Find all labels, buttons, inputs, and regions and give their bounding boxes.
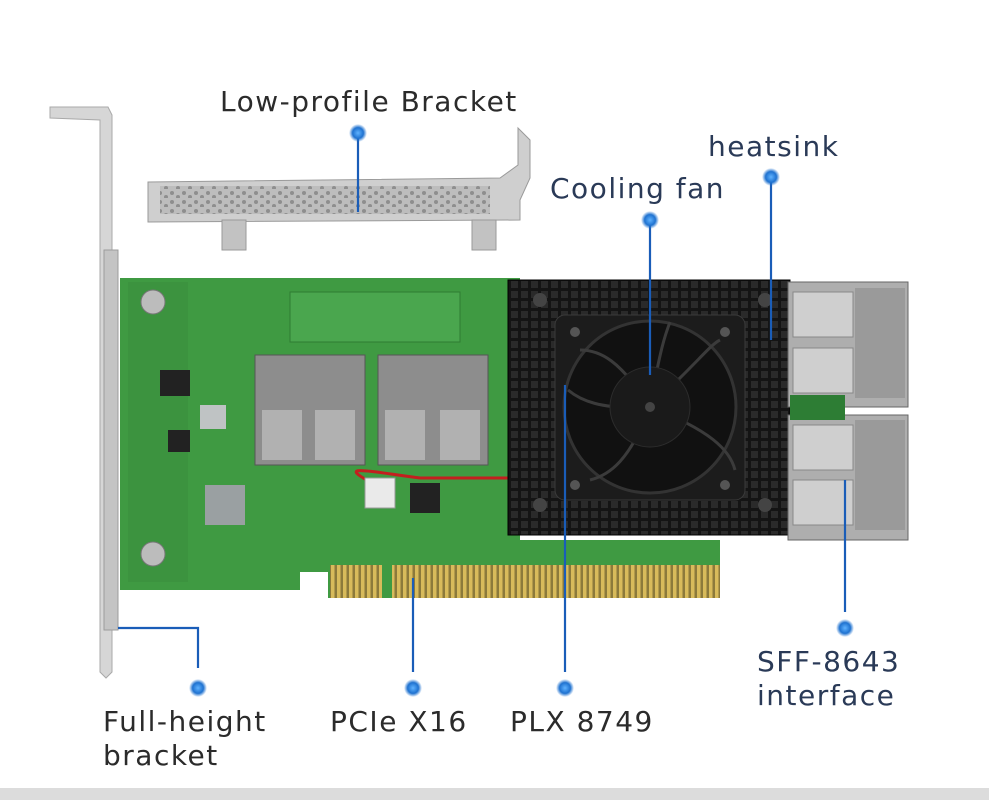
callout-dot	[189, 679, 207, 697]
callout-dot	[349, 124, 367, 142]
pcb-board	[120, 278, 720, 598]
callout-lines	[118, 133, 847, 672]
callout-dot	[556, 679, 574, 697]
bottom-bar	[0, 788, 989, 800]
sff-line1: SFF-8643	[757, 645, 901, 678]
low-profile-bracket	[147, 126, 531, 251]
full-height-bracket-line2: bracket	[103, 739, 219, 772]
sff-line2: interface	[757, 679, 896, 712]
sff-interface-label: SFF-8643 interface	[757, 645, 900, 713]
low-profile-bracket-label: Low-profile Bracket	[220, 85, 518, 118]
callout-dot	[762, 168, 780, 186]
callout-dot	[404, 679, 422, 697]
full-height-bracket-label: Full-height bracket	[103, 705, 267, 773]
callout-dot	[836, 619, 854, 637]
full-height-bracket	[49, 106, 119, 679]
cooling-fan-label: Cooling fan	[550, 172, 726, 205]
plx-label: PLX 8749	[510, 705, 654, 738]
pcie-label: PCIe X16	[330, 705, 468, 738]
heatsink-label: heatsink	[708, 130, 840, 163]
callout-dot	[641, 211, 659, 229]
sff-8643-connectors	[787, 281, 909, 541]
cooling-fan	[554, 314, 746, 501]
full-height-bracket-line1: Full-height	[103, 705, 267, 738]
callout-dots	[189, 124, 854, 697]
